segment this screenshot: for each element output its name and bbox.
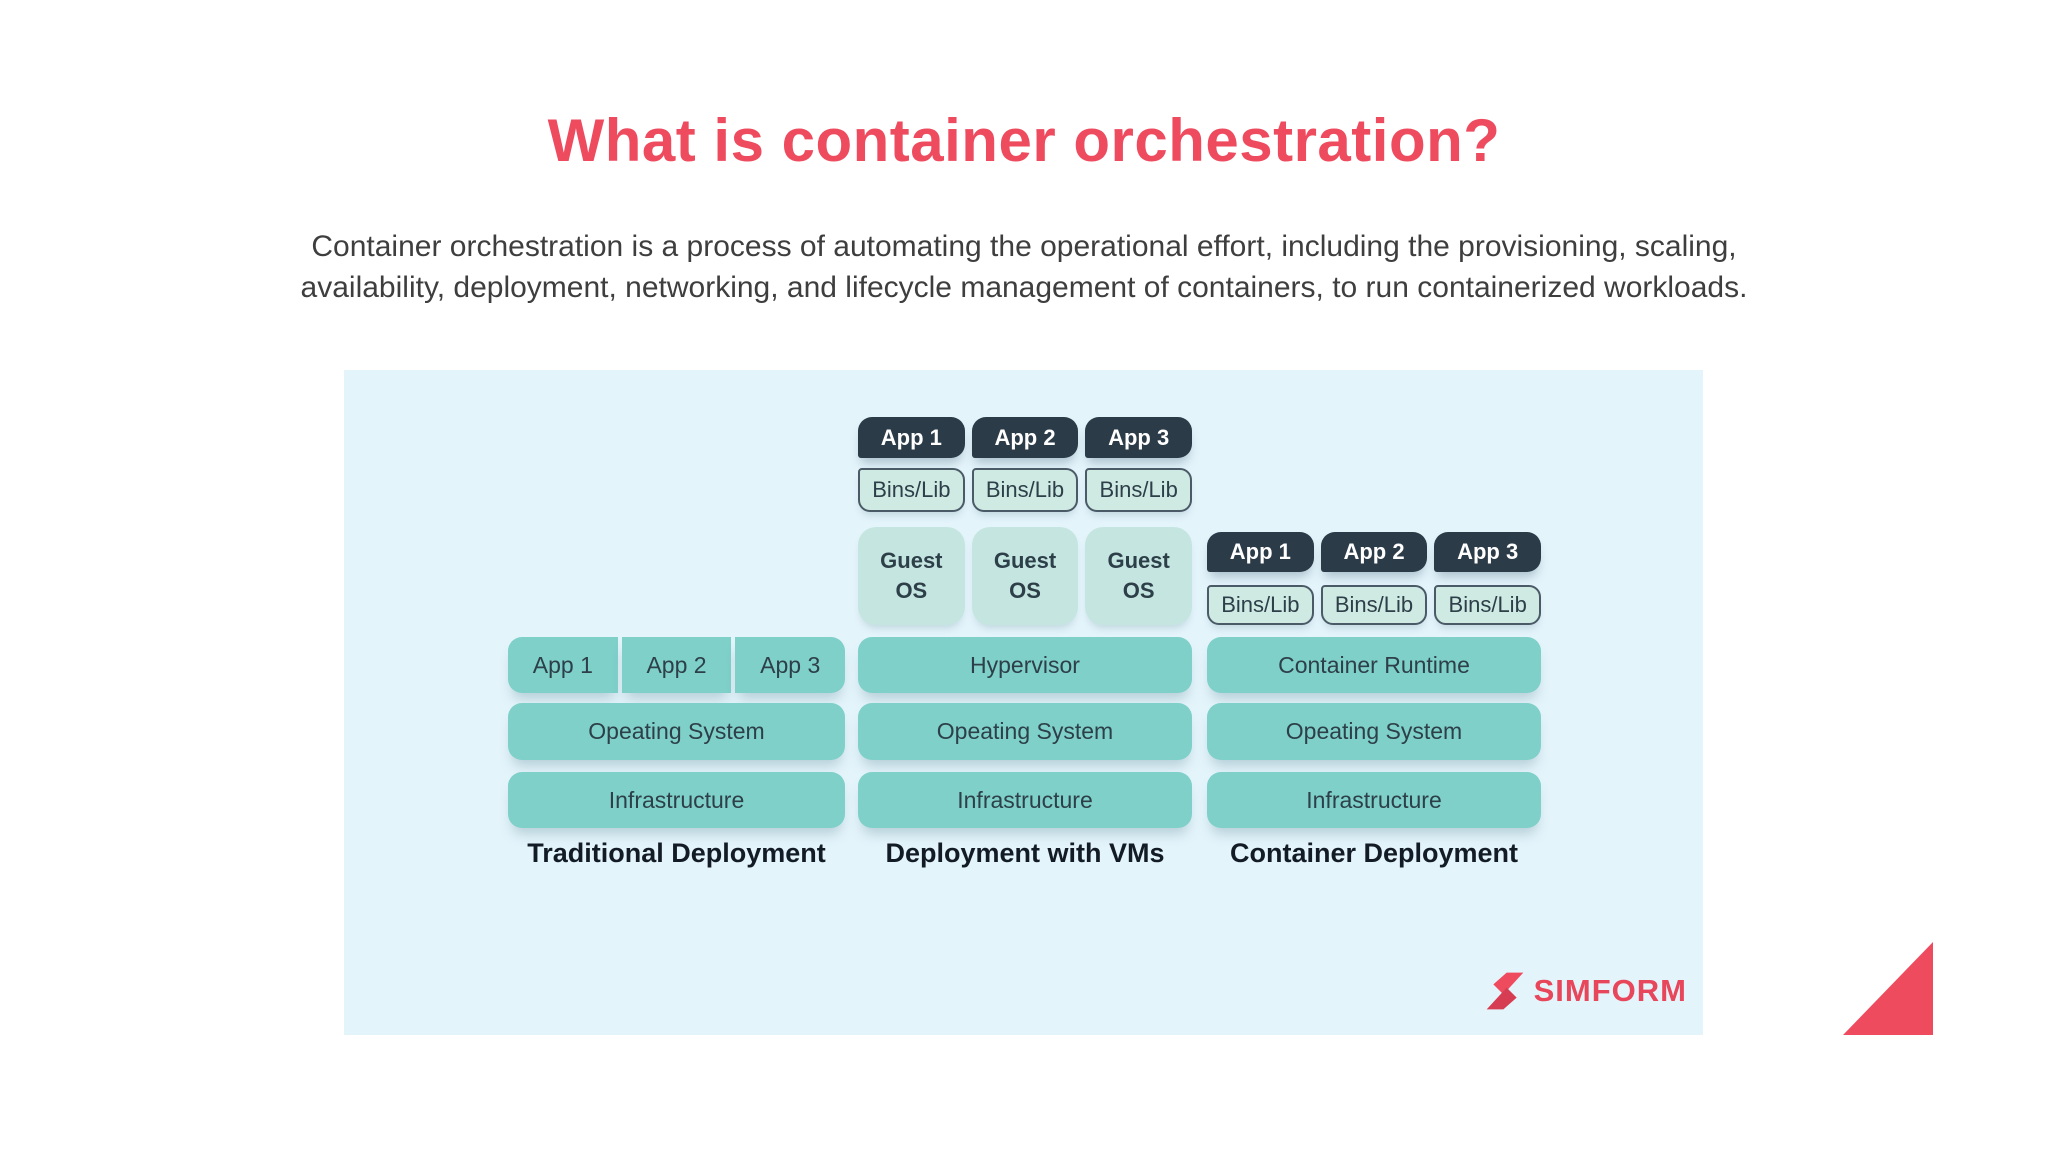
traditional-app-3-block: App 3 [735,637,846,693]
traditional-apps-row: App 1 App 2 App 3 [508,637,846,693]
container-os-block: Opeating System [1207,703,1541,760]
vm-os-block: Opeating System [858,703,1192,760]
column-traditional-deployment: App 1 App 2 App 3 Opeating System Infras… [508,370,846,1035]
container-apps-row: App 1 App 2 App 3 [1207,532,1542,572]
vm-bins-row: Bins/Lib Bins/Lib Bins/Lib [858,468,1193,512]
container-infrastructure-block: Infrastructure [1207,772,1541,828]
vm-app-1-block: App 1 [858,417,965,458]
simform-logo-text: SIMFORM [1533,973,1687,1008]
column-container-deployment: App 1 App 2 App 3 Bins/Lib Bins/Lib Bins… [1207,370,1542,1035]
simform-s-icon [1485,971,1525,1011]
vm-bins-lib-2-block: Bins/Lib [971,468,1079,512]
column-deployment-with-vms: App 1 App 2 App 3 Bins/Lib Bins/Lib Bins… [858,370,1193,1035]
traditional-os-block: Opeating System [508,703,845,760]
vm-infrastructure-block: Infrastructure [858,772,1192,828]
hypervisor-block: Hypervisor [858,637,1192,693]
container-bins-lib-1-block: Bins/Lib [1207,585,1314,625]
vm-bins-lib-3-block: Bins/Lib [1085,468,1193,512]
vm-bins-lib-1-block: Bins/Lib [858,468,965,512]
vm-apps-row: App 1 App 2 App 3 [858,417,1193,458]
subtitle-line-2: availability, deployment, networking, an… [300,271,1748,304]
container-runtime-block: Container Runtime [1207,637,1541,693]
container-bins-lib-2-block: Bins/Lib [1320,585,1428,625]
traditional-infrastructure-block: Infrastructure [508,772,845,828]
container-bins-row: Bins/Lib Bins/Lib Bins/Lib [1207,585,1542,625]
page-title: What is container orchestration? [547,107,1501,174]
deployment-with-vms-label: Deployment with VMs [885,838,1165,868]
vm-app-2-block: App 2 [971,417,1079,458]
guest-os-3-block: Guest OS [1085,527,1193,625]
traditional-app-1-block: App 1 [508,637,618,693]
container-app-2-block: App 2 [1320,532,1428,572]
traditional-app-2-block: App 2 [621,637,732,693]
diagram-panel: App 1 App 2 App 3 Opeating System Infras… [344,370,1703,1035]
subtitle-line-1: Container orchestration is a process of … [311,230,1737,263]
simform-logo: SIMFORM [1485,971,1687,1011]
container-app-1-block: App 1 [1207,532,1314,572]
corner-triangle-decoration [1843,942,1933,1035]
container-bins-lib-3-block: Bins/Lib [1434,585,1542,625]
traditional-deployment-label: Traditional Deployment [527,838,826,868]
guest-os-1-block: Guest OS [858,527,965,625]
guest-os-2-block: Guest OS [971,527,1079,625]
container-deployment-label: Container Deployment [1229,838,1519,868]
vm-guest-os-row: Guest OS Guest OS Guest OS [858,527,1193,625]
subtitle: Container orchestration is a process of … [0,226,2048,308]
vm-app-3-block: App 3 [1085,417,1193,458]
container-app-3-block: App 3 [1434,532,1542,572]
